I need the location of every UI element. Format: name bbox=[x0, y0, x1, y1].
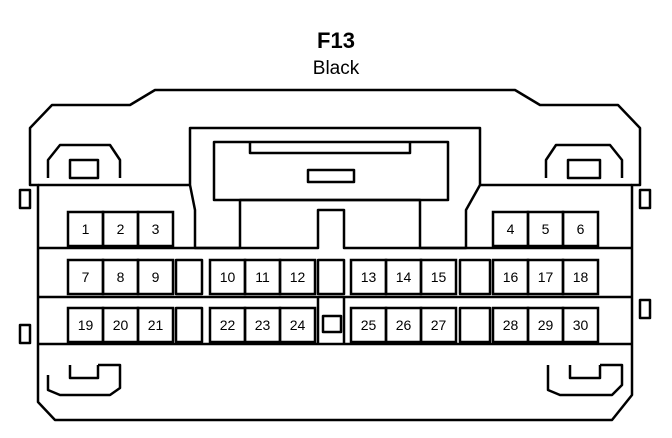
pin-number: 4 bbox=[507, 221, 515, 237]
latch-bottom-left-inner bbox=[68, 365, 100, 380]
pin-cavity bbox=[278, 258, 317, 296]
pin-number: 10 bbox=[220, 269, 236, 285]
pin-number: 23 bbox=[255, 317, 271, 333]
lock-housing-inner bbox=[212, 140, 450, 202]
latch-top-right bbox=[544, 143, 624, 178]
pin-number: 30 bbox=[573, 317, 589, 333]
pin-cavity bbox=[561, 306, 600, 344]
blank-slot bbox=[316, 258, 346, 296]
pin-number: 24 bbox=[290, 317, 306, 333]
pin-number: 19 bbox=[78, 317, 94, 333]
right-tab-bottom bbox=[638, 298, 652, 320]
blank-slot bbox=[174, 258, 204, 296]
latch-bottom-right bbox=[546, 363, 624, 397]
pin-cavity bbox=[278, 306, 317, 344]
lock-housing-outer bbox=[188, 126, 482, 250]
pin-cavity bbox=[561, 258, 600, 296]
pin-number: 7 bbox=[82, 269, 90, 285]
pin-number: 9 bbox=[152, 269, 160, 285]
latch-bottom-left bbox=[46, 363, 122, 397]
pin-cavity bbox=[561, 210, 600, 248]
pin-number: 20 bbox=[113, 317, 129, 333]
latch-top-right-inner bbox=[566, 158, 602, 180]
polarizing-key bbox=[321, 314, 343, 334]
right-tab-top bbox=[638, 188, 652, 210]
pin-number: 14 bbox=[396, 269, 412, 285]
pin-cavity bbox=[136, 210, 175, 248]
pin-number: 15 bbox=[431, 269, 447, 285]
left-tab-bottom bbox=[18, 323, 32, 345]
connector-color-label: Black bbox=[312, 58, 360, 79]
pin-number: 25 bbox=[361, 317, 377, 333]
blank-slot bbox=[458, 258, 492, 296]
pin-number: 11 bbox=[255, 269, 270, 285]
pin-number: 18 bbox=[573, 269, 589, 285]
pin-number: 13 bbox=[361, 269, 377, 285]
pin-number: 5 bbox=[542, 221, 550, 237]
pin-number: 22 bbox=[220, 317, 236, 333]
connector-id: F13 bbox=[317, 28, 355, 53]
pin-cavity bbox=[136, 306, 175, 344]
blank-slot bbox=[458, 306, 492, 344]
latch-top-left bbox=[46, 143, 122, 178]
pin-number: 21 bbox=[148, 317, 164, 333]
pin-number: 12 bbox=[290, 269, 306, 285]
pin-cavity bbox=[419, 306, 458, 344]
left-tab-top bbox=[18, 188, 32, 210]
pin-number: 16 bbox=[503, 269, 519, 285]
pin-number: 26 bbox=[396, 317, 412, 333]
pin-cavity bbox=[419, 258, 458, 296]
pin-number: 6 bbox=[577, 221, 585, 237]
pin-number: 29 bbox=[538, 317, 554, 333]
pin-number: 17 bbox=[538, 269, 554, 285]
latch-bottom-right-inner bbox=[568, 365, 602, 380]
row-divider-upper bbox=[38, 208, 632, 250]
pin-number: 1 bbox=[82, 221, 90, 237]
pin-number: 27 bbox=[431, 317, 447, 333]
pin-cavity bbox=[136, 258, 175, 296]
lock-inner-step bbox=[248, 142, 412, 155]
latch-top-left-inner bbox=[68, 158, 100, 180]
key-channel bbox=[316, 297, 346, 344]
pin-number: 3 bbox=[152, 221, 160, 237]
pin-number: 8 bbox=[117, 269, 125, 285]
pin-number: 2 bbox=[117, 221, 125, 237]
blank-slot bbox=[174, 306, 204, 344]
lock-window bbox=[306, 168, 356, 184]
pin-number: 28 bbox=[503, 317, 519, 333]
